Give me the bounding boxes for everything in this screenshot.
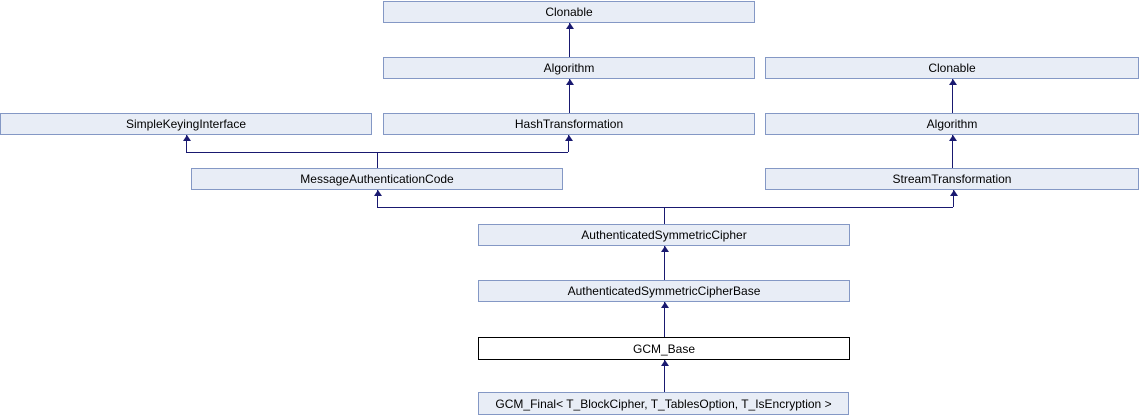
inheritance-arrowhead-icon [949, 135, 957, 141]
class-node-gcm-final[interactable]: GCM_Final< T_BlockCipher, T_TablesOption… [478, 392, 849, 415]
inheritance-edge-line [952, 79, 953, 113]
inheritance-arrowhead-icon [565, 135, 573, 141]
class-node-gcm-base: GCM_Base [478, 337, 850, 360]
class-node-authenticated-symmetric-cipher-base[interactable]: AuthenticatedSymmetricCipherBase [478, 280, 850, 302]
inheritance-arrowhead-icon [661, 246, 669, 252]
inheritance-arrowhead-icon [183, 135, 191, 141]
inheritance-edge-line [568, 135, 569, 152]
inheritance-arrowhead-icon [566, 79, 574, 85]
class-node-algorithm-mid[interactable]: Algorithm [383, 57, 755, 79]
inheritance-edge-line [186, 135, 187, 152]
inheritance-arrowhead-icon [949, 79, 957, 85]
class-node-clonable-right[interactable]: Clonable [765, 57, 1139, 79]
inheritance-arrowhead-icon [566, 23, 574, 29]
class-node-simple-keying-interface[interactable]: SimpleKeyingInterface [0, 113, 372, 135]
inheritance-arrowhead-icon [661, 360, 669, 366]
inheritance-arrowhead-icon [374, 190, 382, 196]
inheritance-edge-line [377, 190, 378, 207]
class-node-stream-transformation[interactable]: StreamTransformation [765, 168, 1139, 190]
class-node-authenticated-symmetric-cipher[interactable]: AuthenticatedSymmetricCipher [478, 224, 850, 246]
inheritance-edge-line [569, 23, 570, 57]
inheritance-edge-line [664, 360, 665, 392]
inheritance-arrowhead-icon [950, 190, 958, 196]
inheritance-arrowhead-icon [661, 302, 669, 308]
class-node-clonable-top[interactable]: Clonable [383, 1, 755, 23]
inheritance-edge-line [952, 135, 953, 168]
class-node-algorithm-right[interactable]: Algorithm [765, 113, 1139, 135]
class-node-message-authentication-code[interactable]: MessageAuthenticationCode [191, 168, 563, 190]
inheritance-edge-line [664, 207, 665, 224]
class-node-hash-transformation[interactable]: HashTransformation [383, 113, 755, 135]
inheritance-edge-line [664, 246, 665, 280]
inheritance-edge-line [664, 302, 665, 337]
inheritance-edge-line [569, 79, 570, 113]
inheritance-edge-line [953, 190, 954, 207]
inheritance-edge-line [377, 152, 378, 168]
inheritance-edge-line [377, 207, 953, 208]
